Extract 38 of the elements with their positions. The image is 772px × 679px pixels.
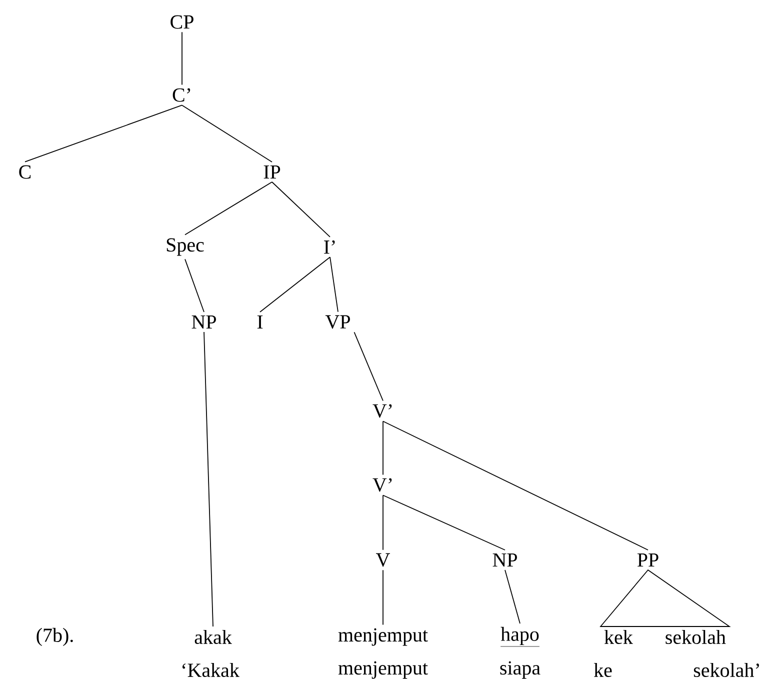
category-label: IP <box>264 165 280 179</box>
category-label: NP <box>492 553 517 567</box>
category-label: V’ <box>372 478 392 492</box>
category-label: PP <box>637 553 658 567</box>
category-label: C’ <box>172 88 190 102</box>
branch-line <box>382 494 506 550</box>
branch-line <box>382 420 648 550</box>
example-number: (7b). <box>36 628 73 646</box>
word: kek sekolah <box>604 630 726 644</box>
category-label: Spec <box>166 238 204 256</box>
branch-line <box>184 182 272 236</box>
branch-line <box>504 570 520 624</box>
category-label: V’ <box>372 404 392 418</box>
branch-line <box>260 256 330 312</box>
category-label: V <box>376 553 390 567</box>
word: I <box>257 315 263 329</box>
gloss-word: ‘Kakak <box>182 662 240 678</box>
word: menjemput <box>338 628 428 646</box>
branch-line <box>382 570 384 626</box>
word: C <box>19 165 31 179</box>
branch-line <box>382 494 384 550</box>
gloss-word: ke <box>594 662 612 678</box>
branch-line <box>330 256 338 312</box>
category-label: NP <box>192 315 216 329</box>
branch-line <box>354 332 384 402</box>
branch-line <box>24 104 182 162</box>
category-label: CP <box>170 15 194 29</box>
branch-line <box>272 182 330 238</box>
branch-line <box>182 104 272 162</box>
gloss-word: menjemput <box>338 661 428 679</box>
branch-line <box>204 332 214 627</box>
gloss-word: sekolah’ <box>694 662 759 678</box>
branch-line <box>184 258 204 312</box>
category-label: VP <box>325 315 350 329</box>
word: hapo <box>500 626 540 647</box>
branch-line <box>382 420 384 476</box>
word: akak <box>194 630 232 644</box>
category-label: I’ <box>324 240 335 254</box>
